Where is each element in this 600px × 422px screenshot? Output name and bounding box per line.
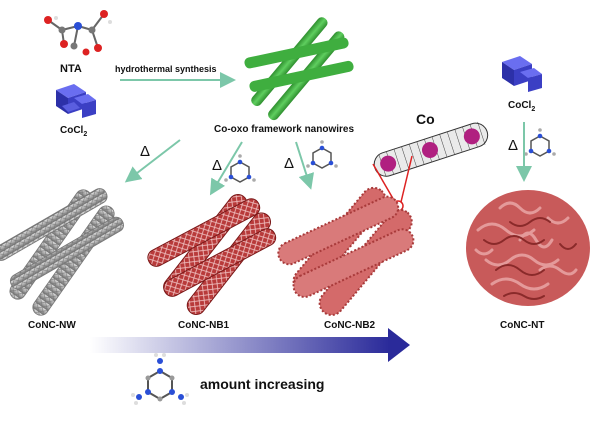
delta-nb1: Δ [212, 157, 222, 174]
conc-nt-label: CoNC-NT [500, 320, 544, 331]
conc-nb1-structure [147, 194, 277, 316]
melamine-icon-1 [224, 154, 256, 183]
delta-nw: Δ [140, 143, 150, 160]
hydrothermal-label: hydrothermal synthesis [115, 64, 217, 74]
conc-nb2-structure [277, 186, 415, 316]
melamine-large-icon [131, 353, 189, 405]
zoom-line-right [400, 155, 413, 203]
cocl2-left-label: CoCl2 [60, 125, 87, 138]
conc-nw-label: CoNC-NW [28, 320, 76, 331]
framework-label: Co-oxo framework nanowires [214, 124, 354, 135]
melamine-icon-3 [524, 128, 556, 157]
co-oxo-nanowires-icon [244, 17, 354, 121]
zoom-line-left [372, 163, 396, 203]
conc-nb2-label: CoNC-NB2 [324, 320, 376, 331]
cocl2-cubes-left-icon [56, 84, 96, 118]
co-label: Co [416, 111, 435, 127]
delta-nt: Δ [508, 137, 518, 154]
delta-nb2: Δ [284, 155, 294, 172]
cocl2-right-label: CoCl2 [508, 100, 535, 113]
conc-nb1-label: CoNC-NB1 [178, 320, 230, 331]
arrow-to-nb2 [295, 141, 314, 190]
conc-nw-structure [0, 188, 124, 316]
amount-increasing-label: amount increasing [200, 376, 324, 392]
nta-label: NTA [60, 63, 82, 75]
cocl2-cubes-right-icon [502, 56, 542, 92]
co-nanotube-inset [373, 121, 489, 177]
conc-nt-structure [466, 190, 590, 306]
arrow-to-nb1 [209, 141, 243, 196]
nta-molecule-icon [44, 10, 112, 56]
melamine-icon-2 [306, 140, 338, 169]
amount-increasing-arrow [90, 328, 410, 362]
arrow-to-nw [124, 139, 181, 183]
